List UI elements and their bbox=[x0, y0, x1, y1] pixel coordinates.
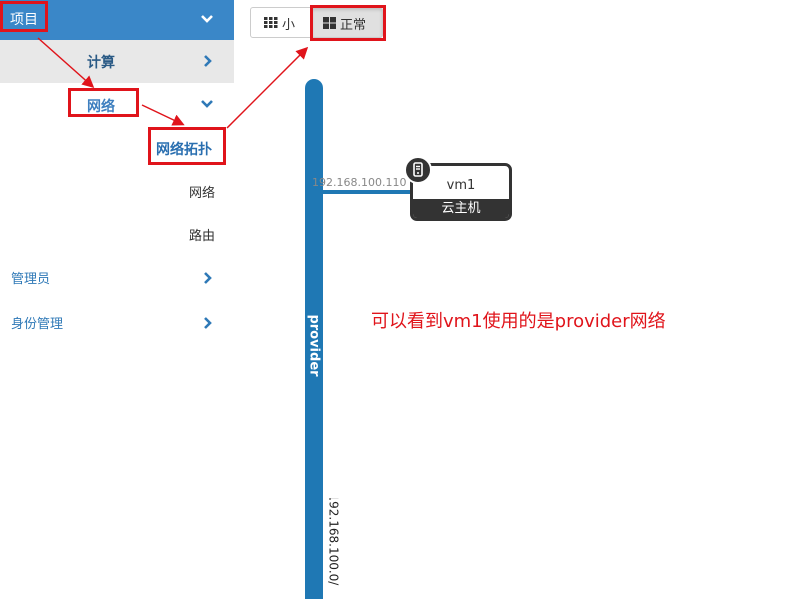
grid-large-icon bbox=[323, 17, 336, 33]
annotation-note: 可以看到vm1使用的是provider网络 bbox=[371, 311, 666, 332]
instance-name: vm1 bbox=[446, 178, 476, 193]
instance-type: 云主机 bbox=[413, 199, 509, 218]
sidebar-item-network-topology[interactable]: 网络拓扑 bbox=[156, 142, 212, 158]
sidebar-item-label: 计算 bbox=[87, 55, 115, 71]
subnet-cidr-label: 192.168.100.0/ bbox=[326, 498, 341, 586]
sidebar-item-compute[interactable]: 计算 bbox=[0, 40, 234, 83]
view-normal-label: 正常 bbox=[340, 18, 367, 33]
sidebar-item-label: 项目 bbox=[10, 12, 38, 28]
sidebar-item-networks[interactable]: 网络 bbox=[189, 186, 216, 201]
sidebar-item-label: 网络 bbox=[87, 99, 115, 115]
network-name: provider bbox=[306, 313, 322, 377]
sidebar-item-project[interactable]: 项目 bbox=[0, 0, 234, 40]
chevron-down-icon bbox=[200, 97, 216, 113]
highlight-box-network bbox=[68, 88, 139, 117]
arrow-topology-to-normal bbox=[226, 46, 309, 129]
view-small-button[interactable]: 小 bbox=[250, 7, 311, 38]
sidebar-item-routers[interactable]: 路由 bbox=[189, 229, 216, 244]
sidebar-item-label: 管理员 bbox=[11, 272, 51, 287]
highlight-box-topology bbox=[148, 127, 226, 165]
chevron-down-icon bbox=[200, 12, 216, 28]
sidebar-item-admin[interactable]: 管理员 bbox=[0, 256, 234, 300]
port-link bbox=[322, 190, 412, 194]
network-bar-provider[interactable] bbox=[305, 79, 323, 599]
view-small-label: 小 bbox=[282, 18, 296, 33]
highlight-box-project bbox=[0, 1, 48, 32]
chevron-right-icon bbox=[201, 271, 217, 287]
sidebar-item-label: 身份管理 bbox=[11, 317, 64, 332]
instance-node-vm1[interactable]: vm1 云主机 bbox=[410, 163, 512, 221]
instance-icon bbox=[404, 156, 432, 184]
port-ip-label: 192.168.100.110 bbox=[312, 176, 407, 189]
view-normal-button[interactable]: 正常 bbox=[311, 7, 383, 38]
chevron-right-icon bbox=[201, 316, 217, 332]
chevron-right-icon bbox=[201, 54, 217, 70]
grid-small-icon bbox=[264, 17, 278, 32]
sidebar-item-identity[interactable]: 身份管理 bbox=[0, 301, 234, 345]
sidebar-item-network[interactable]: 网络 bbox=[0, 83, 234, 126]
highlight-box-normal bbox=[310, 5, 386, 41]
